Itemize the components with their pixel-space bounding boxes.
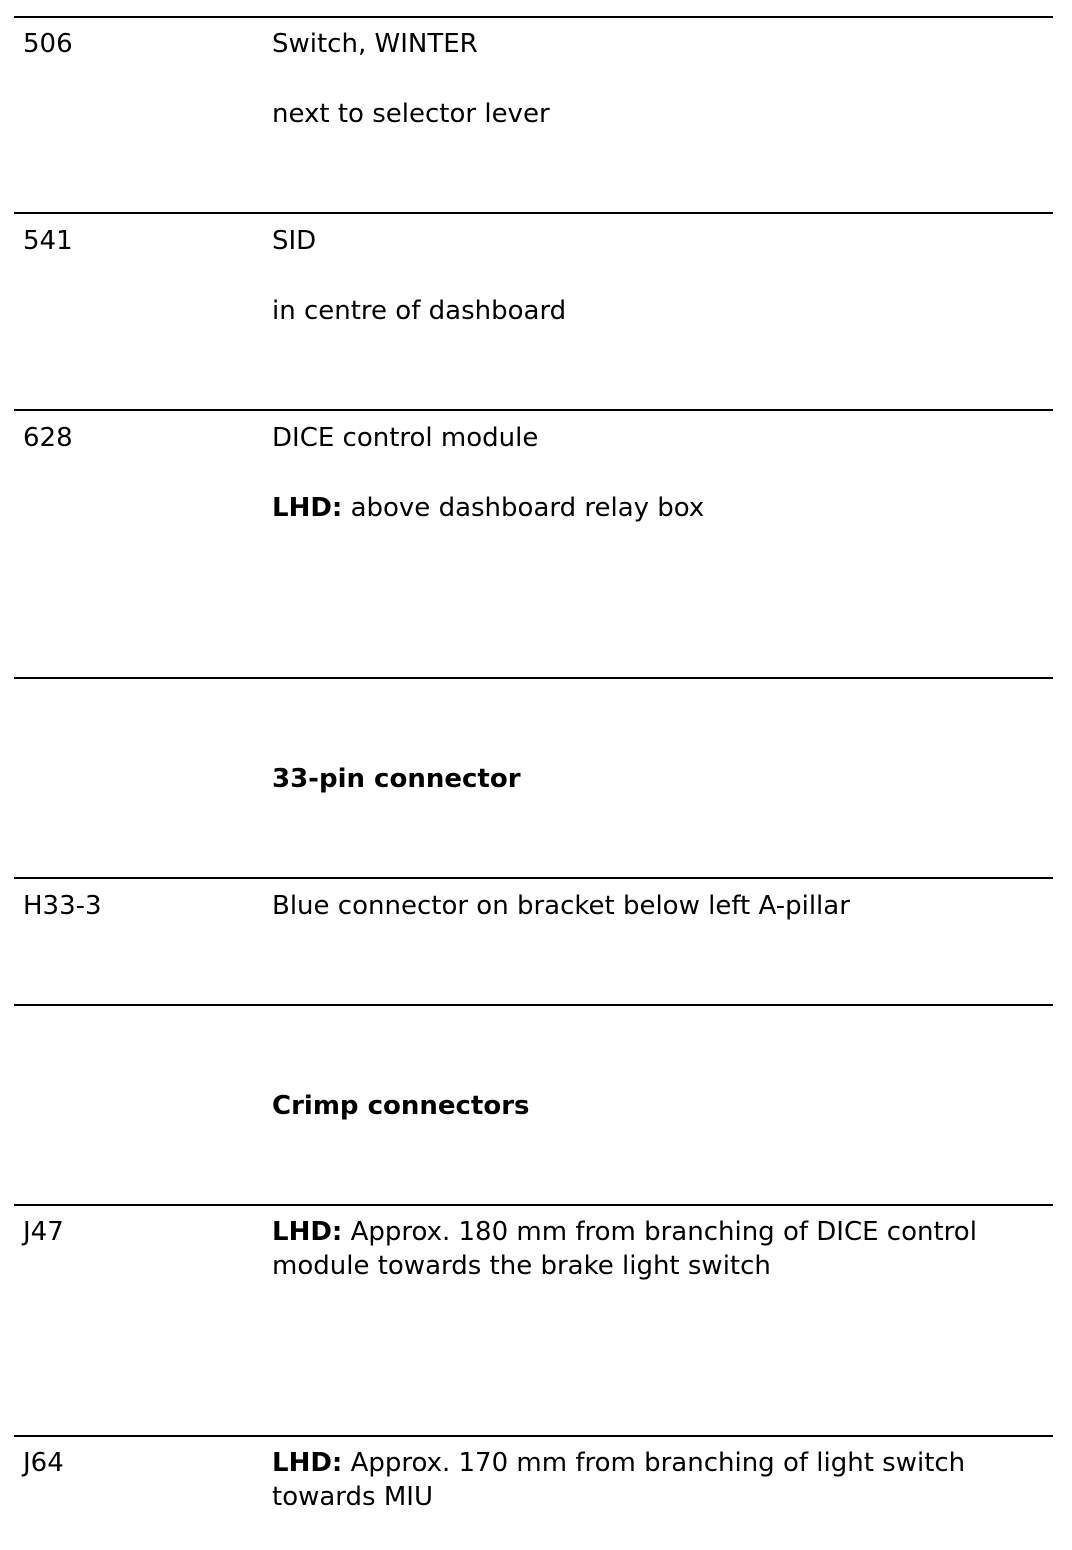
crimp-label: LHD: (272, 1448, 343, 1478)
component-title: SID (272, 226, 317, 256)
crimp-code: J64 (23, 1448, 64, 1478)
table-rule (14, 16, 1053, 18)
crimp-label: LHD: (272, 1217, 343, 1247)
component-location: in centre of dashboard (272, 294, 566, 328)
section-heading-crimp: Crimp connectors (272, 1091, 530, 1121)
table-rule (14, 877, 1053, 879)
location-text: above dashboard relay box (342, 493, 705, 523)
table-rule (14, 1004, 1053, 1006)
table-rule (14, 212, 1053, 214)
component-title: Switch, WINTER (272, 29, 478, 59)
component-location: LHD: above dashboard relay box (272, 491, 704, 525)
component-location: next to selector lever (272, 97, 550, 131)
component-code: 628 (23, 423, 73, 453)
table-rule (14, 677, 1053, 679)
crimp-code: J47 (23, 1217, 64, 1247)
table-rule (14, 1435, 1053, 1437)
connector-description: Blue connector on bracket below left A-p… (272, 891, 850, 921)
component-code: 541 (23, 226, 73, 256)
connector-code: H33-3 (23, 891, 102, 921)
table-rule (14, 409, 1053, 411)
crimp-text: Approx. 180 mm from branching of DICE co… (272, 1217, 977, 1281)
crimp-description: LHD: Approx. 170 mm from branching of li… (272, 1446, 1047, 1514)
component-code: 506 (23, 29, 73, 59)
component-title: DICE control module (272, 423, 539, 453)
location-text: in centre of dashboard (272, 296, 567, 326)
location-text: next to selector lever (272, 99, 550, 129)
crimp-text: Approx. 170 mm from branching of light s… (272, 1448, 966, 1512)
location-label: LHD: (272, 493, 343, 523)
crimp-description: LHD: Approx. 180 mm from branching of DI… (272, 1215, 1047, 1283)
table-rule (14, 1204, 1053, 1206)
section-heading-33-pin: 33-pin connector (272, 764, 521, 794)
